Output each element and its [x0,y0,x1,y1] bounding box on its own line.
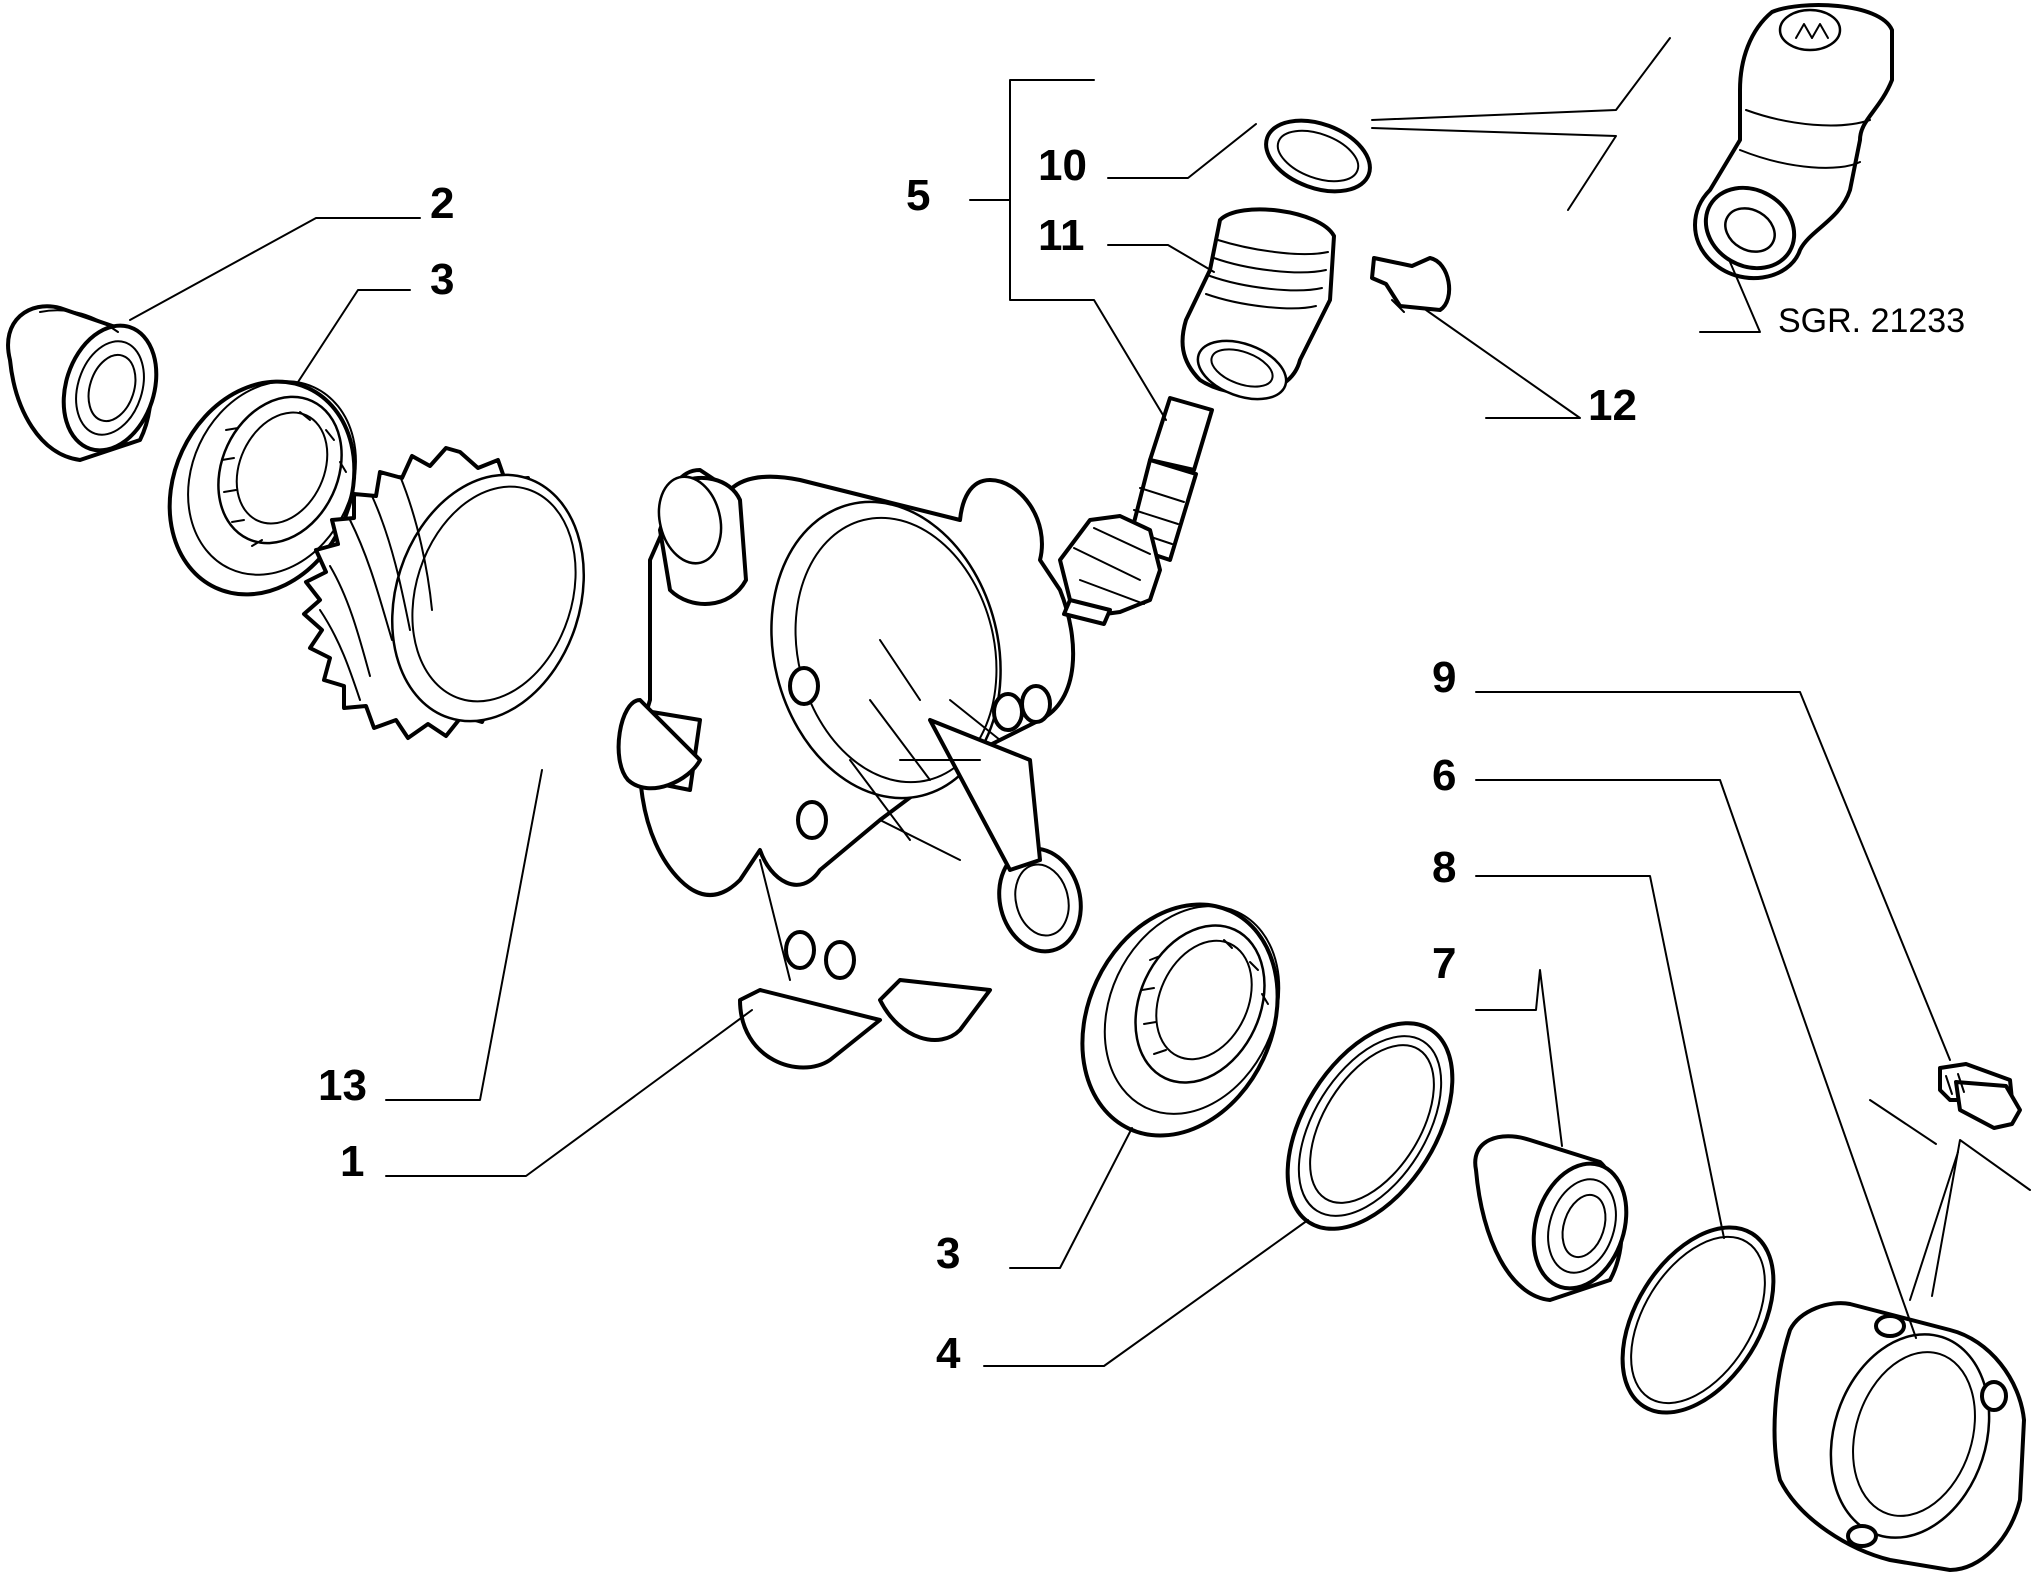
callout-13: 13 [318,1061,367,1110]
callout-10: 10 [1038,141,1087,190]
part-7-bearing-cup [1473,1134,1629,1302]
callout-3-upper: 3 [430,255,454,304]
speed-sensor [1693,3,1894,281]
part-1-differential-housing [616,468,1083,1070]
part-2-bearing-cup [6,304,159,462]
reference-code: SGR. 21233 [1778,302,1965,340]
callout-4: 4 [936,1329,961,1378]
callout-3-lower: 3 [936,1229,960,1278]
leader-lines [129,37,2031,1367]
callout-labels: 2 3 13 1 3 4 5 10 11 12 9 6 8 7 SGR. 212… [318,141,1965,1378]
callout-2: 2 [430,179,454,228]
callout-11: 11 [1038,211,1085,260]
callout-1: 1 [340,1137,364,1186]
part-6-flange-cover [1772,1301,2026,1572]
callout-9: 9 [1432,653,1456,702]
callout-5: 5 [906,171,930,220]
part-3-roller-bearing-lower [1080,902,1281,1138]
part-11-sensor-bushing [1180,207,1336,401]
callout-6: 6 [1432,751,1456,800]
part-3-roller-bearing-upper [167,379,357,597]
callout-12: 12 [1588,381,1637,430]
part-8-shim-ring [1620,1225,1776,1415]
part-9-bolt [1938,1062,2022,1130]
callout-8: 8 [1432,843,1456,892]
part-13-ring-gear [302,446,586,740]
part-10-o-ring [1264,118,1372,194]
part-4-seal-ring [1285,1021,1455,1231]
callout-7: 7 [1432,939,1456,988]
speedometer-drive-shaft-pinion [1058,396,1214,626]
part-12-screw [1370,256,1451,313]
